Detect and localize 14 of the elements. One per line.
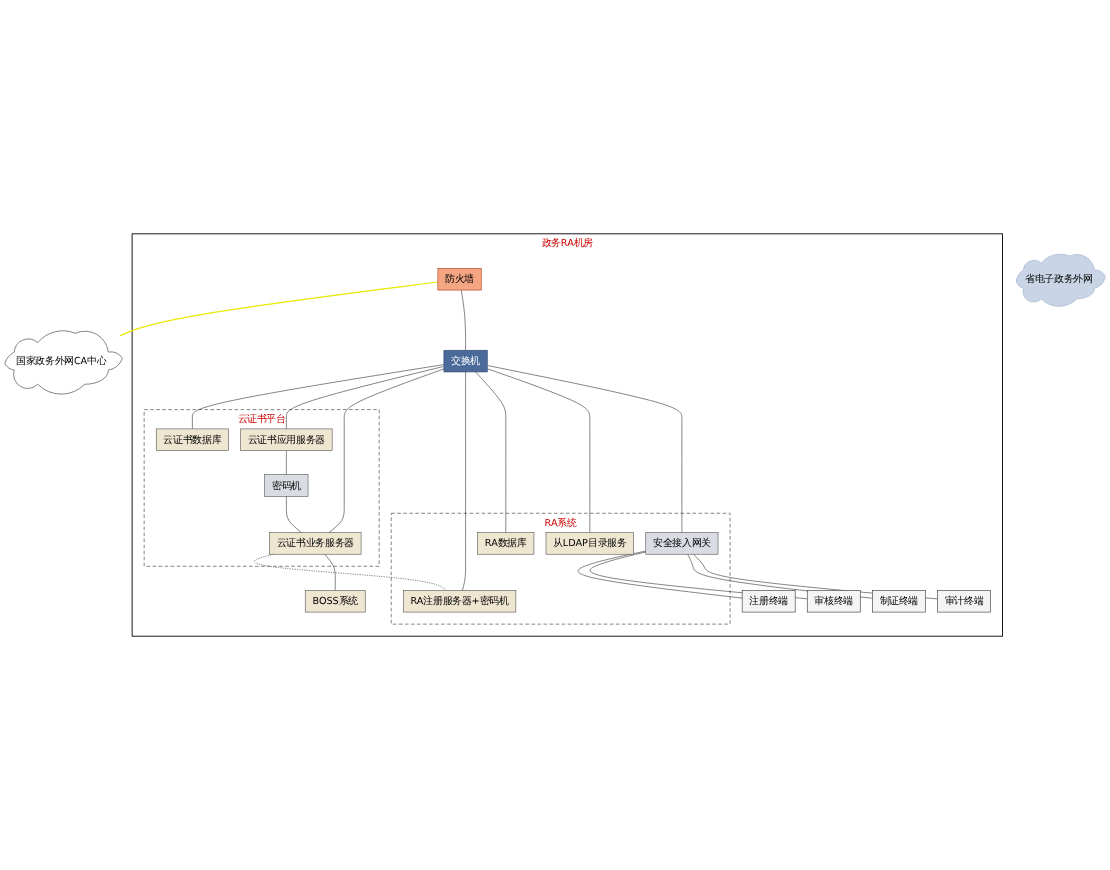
connector <box>328 368 445 533</box>
connector <box>286 450 287 475</box>
connector <box>286 366 445 430</box>
connector <box>119 281 439 337</box>
connector <box>254 553 447 591</box>
connector <box>462 371 466 591</box>
connector <box>192 364 445 430</box>
connector <box>486 368 591 533</box>
connector <box>486 365 683 533</box>
connector <box>324 553 336 591</box>
connector <box>577 550 743 599</box>
connector <box>460 289 466 351</box>
connector <box>286 496 302 533</box>
connector <box>475 371 507 533</box>
